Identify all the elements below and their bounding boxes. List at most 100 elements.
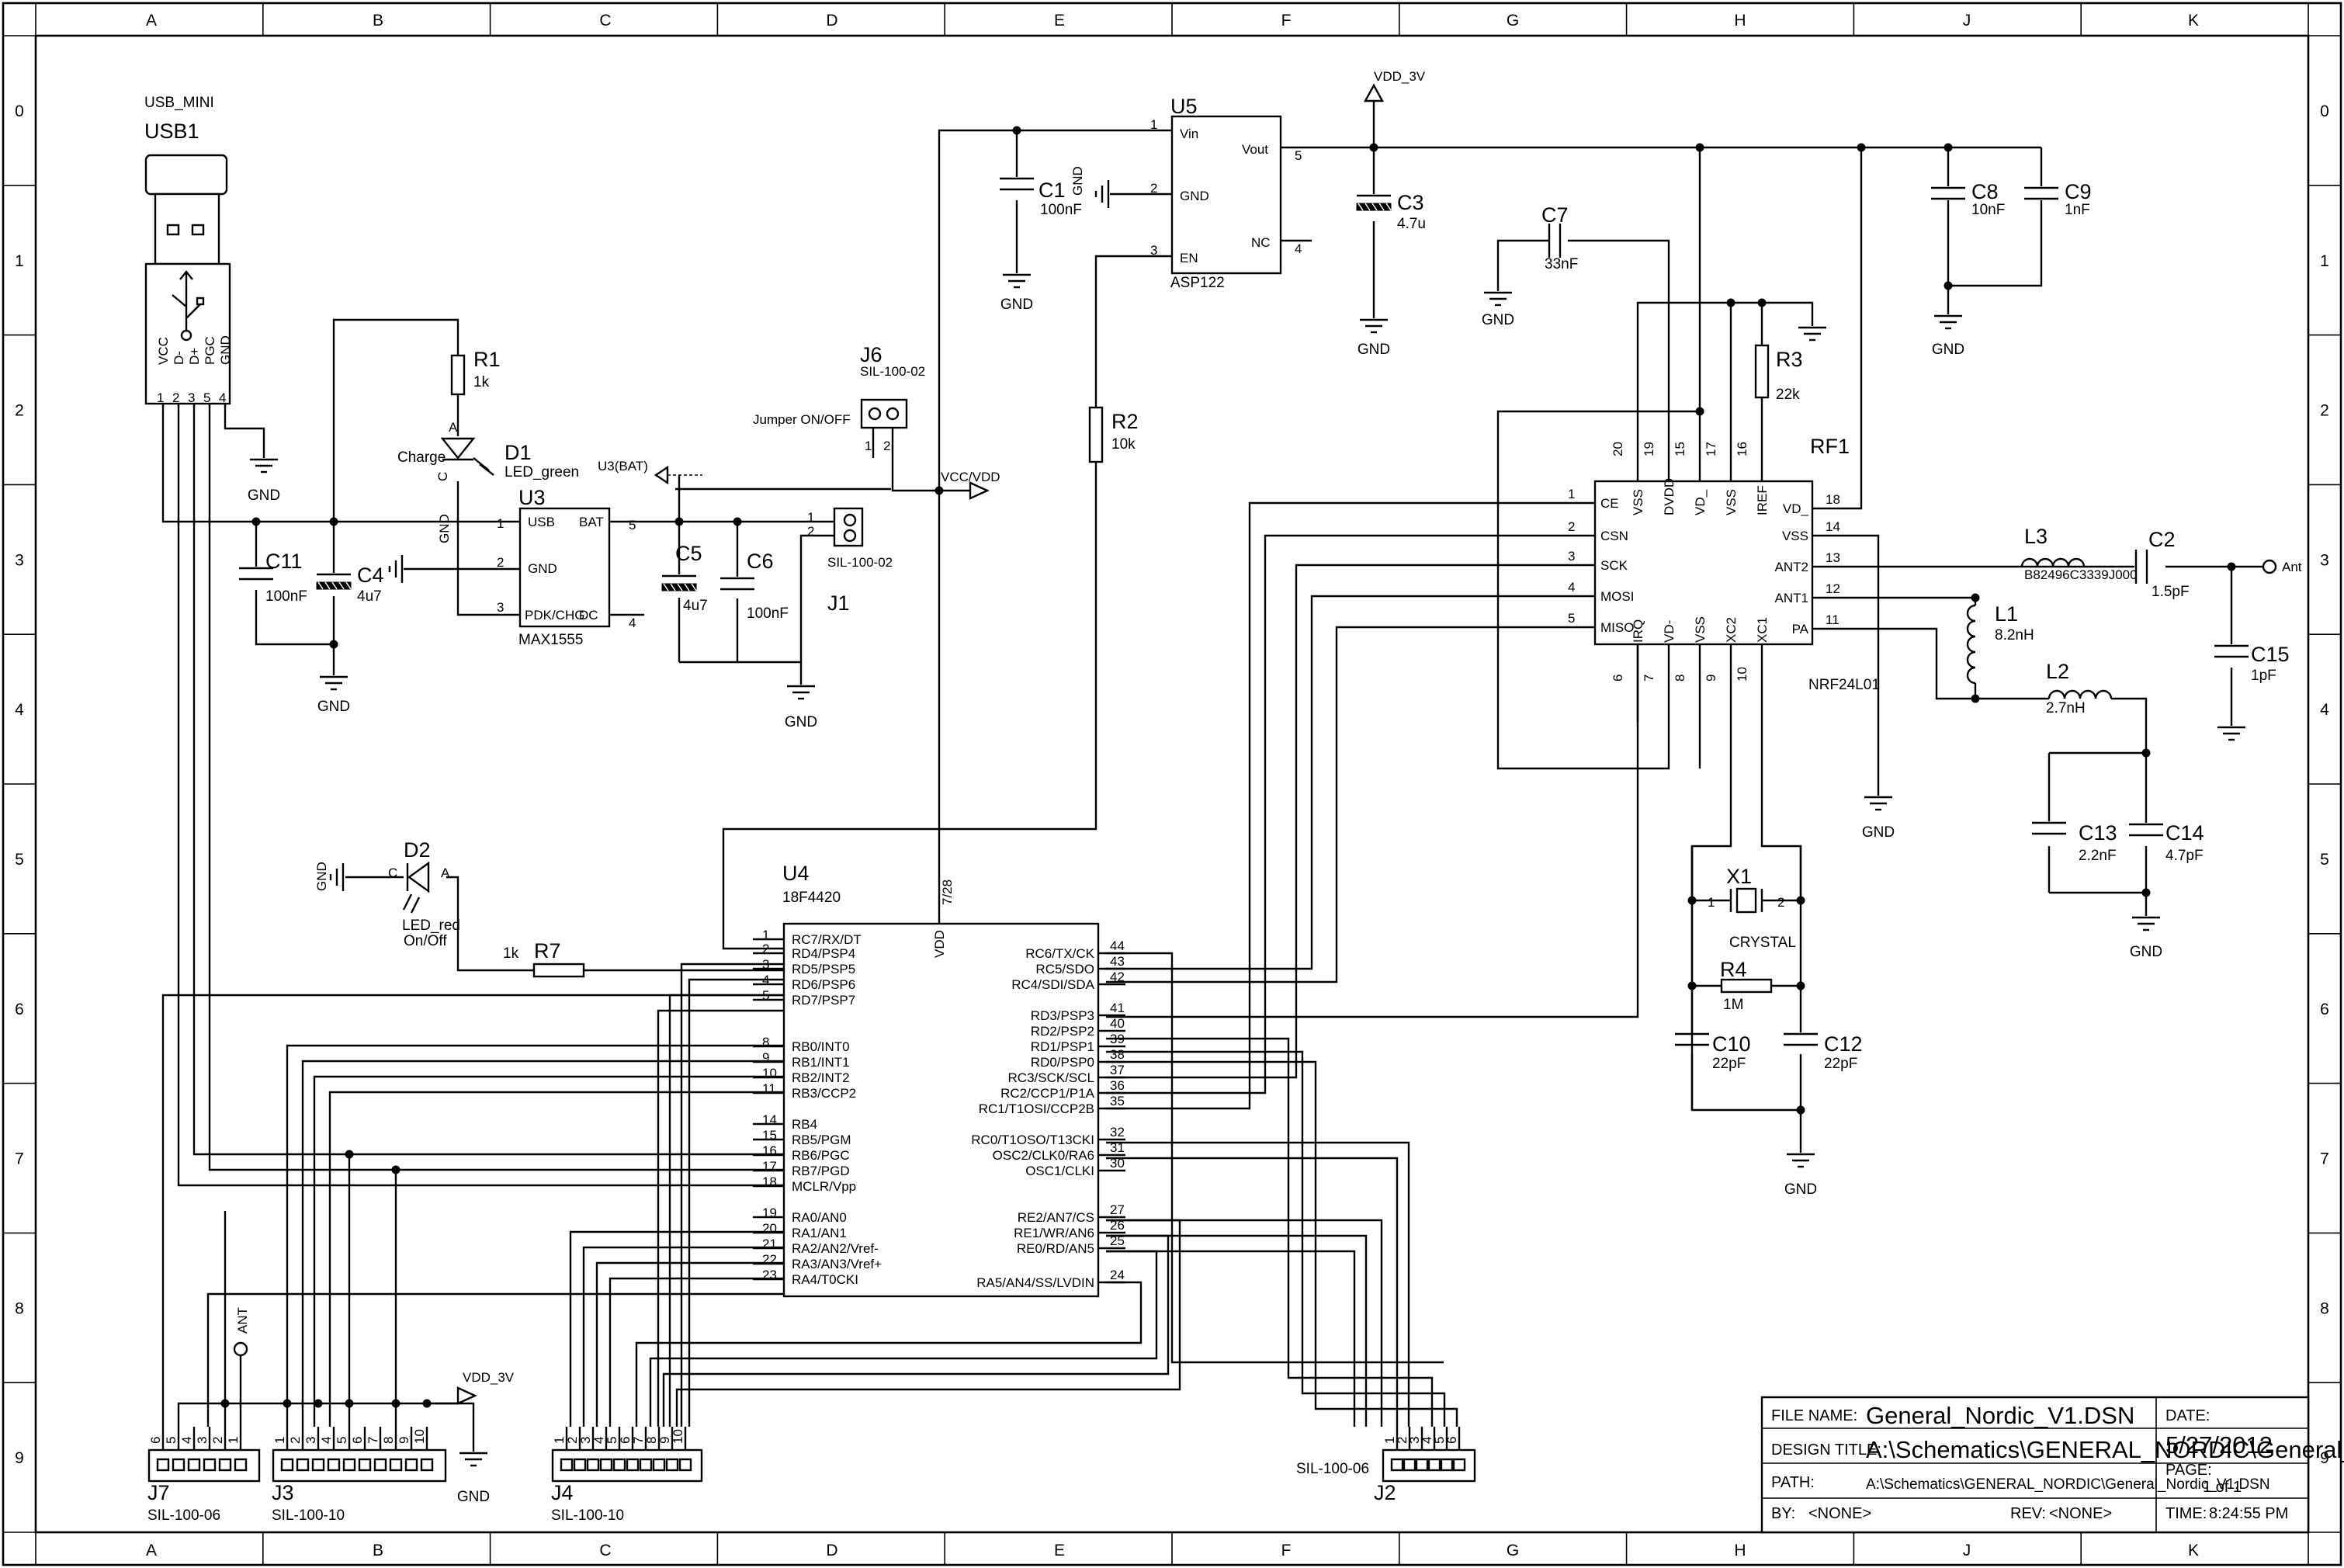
u4-pin-name: RB6/PGC xyxy=(792,1148,850,1163)
rf1-pin-name: CSN xyxy=(1600,529,1628,543)
u3-pin-num: 5 xyxy=(629,518,636,532)
gnd-label: GND xyxy=(1862,824,1895,841)
rf1-pin-name: VD- xyxy=(1662,620,1677,643)
c9-capacitor-icon xyxy=(2024,186,2058,200)
u4-pin-num: 44 xyxy=(1110,938,1125,953)
junction-dot xyxy=(1857,143,1866,152)
r3-value: 22k xyxy=(1776,387,1800,403)
zone-col-top: A xyxy=(146,12,157,29)
c15-capacitor-icon xyxy=(2214,644,2249,658)
u4-value: 18F4420 xyxy=(782,890,841,906)
u4-pin-name: MCLR/Vpp xyxy=(792,1179,856,1194)
c1-capacitor-icon xyxy=(1000,177,1034,191)
junction-dot xyxy=(1971,593,1980,602)
c1-ref: C1 xyxy=(1039,179,1066,202)
u3-pin-name: DC xyxy=(579,608,598,623)
usb-pin-name: PGC xyxy=(203,336,217,365)
j2-connector-pin: 1 xyxy=(1382,1437,1397,1444)
l1-inductor-icon xyxy=(1966,604,1976,685)
r1-value: 1k xyxy=(473,374,490,390)
c13-ref: C13 xyxy=(2079,821,2117,845)
j2-ref: J2 xyxy=(1374,1481,1396,1504)
u4-pin-num: 3 xyxy=(762,957,769,972)
zone-col-bottom: E xyxy=(1054,1542,1065,1559)
junction-dot xyxy=(1726,298,1735,307)
u4-pin-name: RB5/PGM xyxy=(792,1133,851,1147)
j4-connector-pin: 8 xyxy=(644,1437,659,1444)
u4-pin-num: 32 xyxy=(1110,1125,1125,1140)
u4-pin-name: RD2/PSP2 xyxy=(1031,1024,1094,1039)
c12-value: 22pF xyxy=(1824,1056,1857,1072)
u4-pin-name: RA1/AN1 xyxy=(792,1226,847,1240)
u5-pin-num: 3 xyxy=(1150,243,1157,258)
c14-value: 4.7pF xyxy=(2165,848,2204,864)
labels: VCC1D-2D+3PGC5GND4USB_MINIUSB1GNDC11100n… xyxy=(144,69,2302,1524)
rf1-ground-icon xyxy=(1864,796,1892,811)
zone-row-right: 1 xyxy=(2320,252,2329,270)
u5-pin-name: Vout xyxy=(1242,142,1268,157)
junction-dot xyxy=(251,517,261,526)
wires xyxy=(161,101,2263,1452)
u5-pin-num: 4 xyxy=(1295,241,1302,256)
u4-pin-num: 41 xyxy=(1110,1001,1125,1015)
zone-row-left: 0 xyxy=(15,102,24,120)
u4-pin-name: RD0/PSP0 xyxy=(1031,1055,1094,1070)
rf1-pin-num: 17 xyxy=(1704,442,1718,456)
c7-value: 33nF xyxy=(1545,256,1578,272)
date-label: DATE: xyxy=(2165,1407,2210,1424)
usb-mini-connector xyxy=(144,154,231,405)
j4-connector-pin: 5 xyxy=(605,1437,619,1444)
gnd-label: GND xyxy=(1358,342,1390,358)
junction-dot xyxy=(1695,143,1704,152)
j4-connector-pin: 6 xyxy=(618,1437,633,1444)
d2-ground-icon xyxy=(329,863,345,891)
junction-dot xyxy=(220,1399,230,1408)
usb-pin-num: 4 xyxy=(219,390,226,405)
j3-connector-pin: 1 xyxy=(272,1437,287,1444)
j4-connector-pin: 9 xyxy=(657,1437,672,1444)
time-label: TIME: xyxy=(2165,1505,2207,1522)
junction-dot xyxy=(345,1399,354,1408)
c4-value: 4u7 xyxy=(357,588,382,605)
j2-connector-pin: 2 xyxy=(1395,1437,1410,1444)
zone-row-left: 1 xyxy=(15,252,24,270)
u5-pin-num: 1 xyxy=(1150,117,1157,132)
rf1-pin-num: 15 xyxy=(1673,442,1687,456)
usb1-value: USB_MINI xyxy=(144,95,214,111)
u3-pin-name: GND xyxy=(528,561,557,576)
d1-value: LED_green xyxy=(505,464,579,480)
u5-ref: U5 xyxy=(1170,95,1198,118)
ant-testpoint-label: ANT xyxy=(235,1307,250,1334)
u4-pin-name: RA2/AN2/Vref- xyxy=(792,1241,879,1256)
u4-body xyxy=(782,922,1100,1298)
bottom-ground-icon xyxy=(459,1452,487,1467)
zone-row-right: 0 xyxy=(2320,102,2329,120)
j2-connector-pin: 3 xyxy=(1407,1437,1422,1444)
rf1-pin-name: VSS xyxy=(1782,529,1808,543)
zone-col-top: C xyxy=(599,12,611,29)
junction-dot xyxy=(1796,896,1805,905)
c10-capacitor-icon xyxy=(1675,1032,1709,1046)
u3-gnd-label: GND xyxy=(437,514,452,543)
rf1-body xyxy=(1593,480,1814,646)
j1-ref: J1 xyxy=(827,591,850,615)
j3-connector-pin: 4 xyxy=(319,1437,334,1444)
u4-pin-num: 36 xyxy=(1110,1078,1125,1093)
path-value: A:\Schematics\GENERAL_NORDIC\General_Nor… xyxy=(1866,1476,2270,1493)
rf1-pin-name: VSS xyxy=(1693,616,1708,643)
u4-pin-num: 10 xyxy=(762,1066,777,1081)
junction-dot xyxy=(329,640,338,649)
u4-vdd: VDD xyxy=(932,930,947,958)
gnd-label: GND xyxy=(1784,1181,1817,1198)
junction-dot xyxy=(1695,407,1704,416)
c15-ground-icon xyxy=(2217,726,2245,741)
junction-dot xyxy=(2141,748,2151,758)
u4-pin-num: 2 xyxy=(762,942,769,956)
d2-cathode: C xyxy=(388,866,397,880)
usb-pin-num: 1 xyxy=(157,390,164,405)
j4-value: SIL-100-10 xyxy=(551,1507,624,1524)
gnd-label: GND xyxy=(248,487,280,504)
j4-connector-pin: 1 xyxy=(552,1437,567,1444)
u3-pin-name: USB xyxy=(528,515,555,529)
c6-capacitor-icon xyxy=(720,577,754,591)
